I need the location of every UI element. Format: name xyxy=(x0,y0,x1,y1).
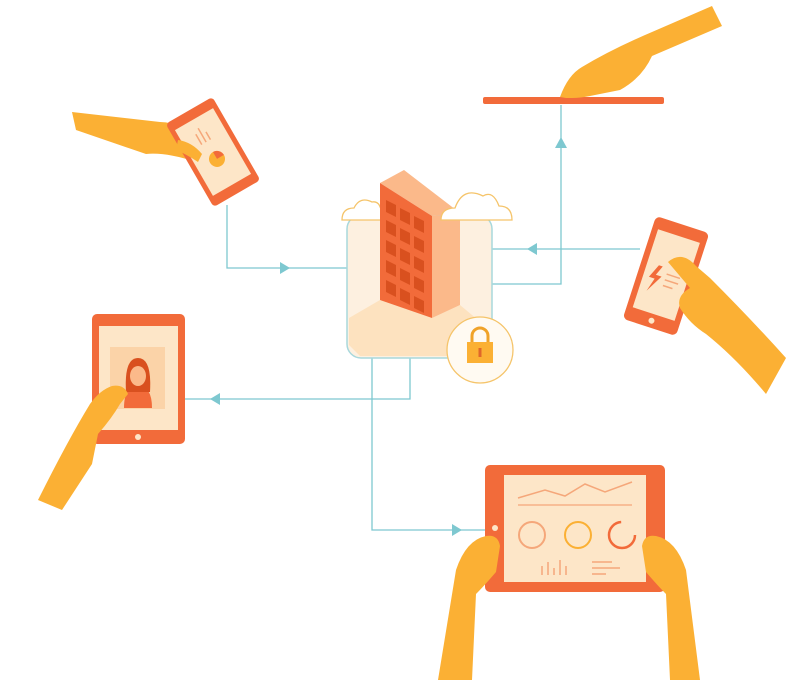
gauge-icon xyxy=(564,521,592,549)
building-window xyxy=(414,256,424,273)
user-avatar-icon xyxy=(124,358,152,408)
hand-icon xyxy=(38,385,128,510)
text-lines xyxy=(592,561,620,575)
building-window xyxy=(386,280,396,297)
bottom-tablet-group xyxy=(438,465,700,680)
cloud-icon xyxy=(341,199,383,221)
home-button xyxy=(135,434,141,440)
building-window xyxy=(400,268,410,285)
tablet-screen xyxy=(504,475,646,582)
bar-chart xyxy=(541,560,567,575)
lightning-icon xyxy=(646,265,663,291)
building-window xyxy=(400,248,410,265)
building-window xyxy=(400,208,410,225)
hand-icon xyxy=(668,256,786,394)
connector-bottom-tablet xyxy=(371,358,487,531)
hand-icon xyxy=(642,535,700,680)
phone-screen xyxy=(632,229,700,321)
hand-icon xyxy=(560,6,722,98)
cloud-icon xyxy=(440,192,513,221)
connector-left-tablet xyxy=(185,358,411,400)
top-surface-bar xyxy=(483,97,664,104)
gauge-icon xyxy=(607,520,637,550)
hand-icon xyxy=(176,140,202,162)
connector-top-bar xyxy=(492,105,562,285)
top-surface-group xyxy=(483,6,722,104)
arrow-icon xyxy=(280,262,290,274)
building-window xyxy=(386,220,396,237)
lock-icon xyxy=(467,326,493,363)
building-window xyxy=(414,296,424,313)
connector-lines xyxy=(185,105,640,531)
arrow-icon xyxy=(452,524,462,536)
building-window xyxy=(400,228,410,245)
building-window xyxy=(414,216,424,233)
right-phone-group xyxy=(623,217,786,394)
building-roof xyxy=(380,170,460,216)
line-chart xyxy=(517,481,633,499)
left-tablet-group xyxy=(38,314,185,510)
hand-icon xyxy=(438,535,500,680)
central-building-group xyxy=(341,170,514,384)
building-window xyxy=(400,288,410,305)
building-window xyxy=(386,240,396,257)
building-window xyxy=(386,200,396,217)
building-side xyxy=(432,213,460,318)
building-windows xyxy=(386,200,424,313)
top-left-phone-group xyxy=(72,98,259,206)
building-window xyxy=(386,260,396,277)
arrow-icon xyxy=(210,393,220,405)
connector-top-left-phone xyxy=(226,205,347,269)
building-window xyxy=(414,276,424,293)
arrow-icon xyxy=(555,137,567,148)
gauge-icon xyxy=(518,521,546,549)
building-window xyxy=(414,236,424,253)
arrow-icon xyxy=(527,243,537,255)
